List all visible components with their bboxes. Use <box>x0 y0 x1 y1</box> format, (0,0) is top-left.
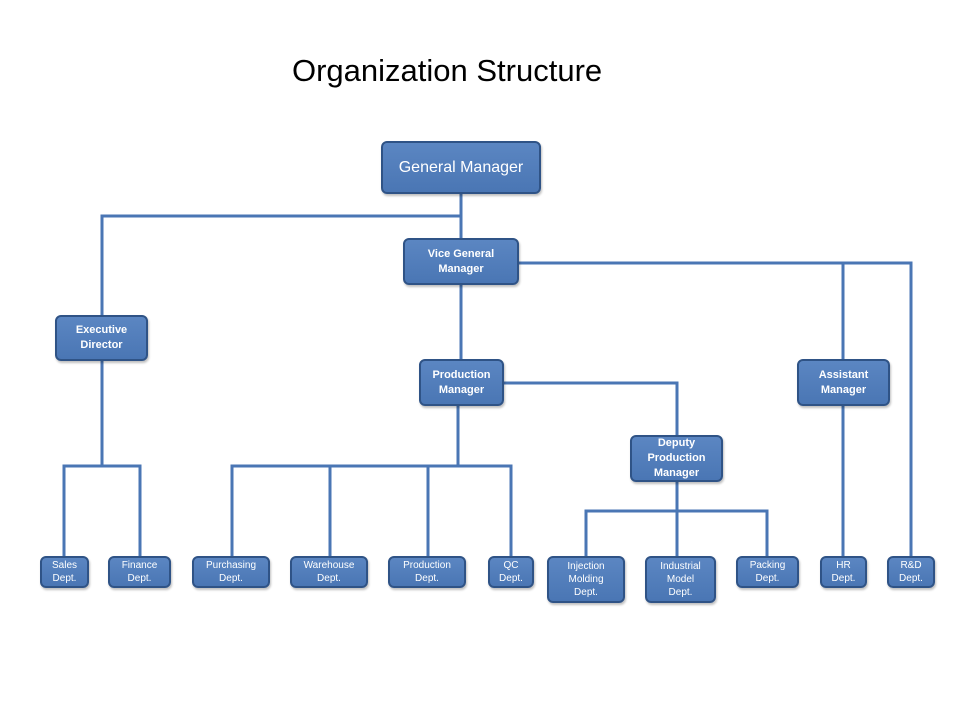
purchasing-dept-node: Purchasing Dept. <box>192 556 270 588</box>
injection-molding-dept-label: Injection Molding Dept. <box>567 561 605 598</box>
packing-dept-node: Packing Dept. <box>736 556 799 588</box>
injection-molding-dept-node: Injection Molding Dept. <box>547 556 625 603</box>
vice-general-manager-node: Vice General Manager <box>403 238 519 285</box>
production-dept-node: Production Dept. <box>388 556 466 588</box>
packing-dept-label: Packing Dept. <box>749 560 786 584</box>
production-dept-label: Production Dept. <box>403 560 451 584</box>
connector-production-deputy <box>502 381 679 439</box>
executive-director-node: Executive Director <box>55 315 148 361</box>
qc-dept-node: QC Dept. <box>488 556 534 588</box>
connector-deputy-depts <box>584 509 769 560</box>
qc-dept-label: QC Dept. <box>499 560 523 584</box>
purchasing-dept-label: Purchasing Dept. <box>205 560 257 584</box>
warehouse-dept-label: Warehouse Dept. <box>303 560 355 584</box>
page-title: Organization Structure <box>292 53 603 88</box>
rd-dept-node: R&D Dept. <box>887 556 935 588</box>
industrial-model-dept-label: Industrial Model Dept. <box>660 561 701 598</box>
hr-dept-label: HR Dept. <box>831 560 856 584</box>
sales-dept-label: Sales Dept. <box>51 560 77 584</box>
warehouse-dept-node: Warehouse Dept. <box>290 556 368 588</box>
hr-dept-node: HR Dept. <box>820 556 867 588</box>
general-manager-node: General Manager <box>381 141 541 194</box>
finance-dept-label: Finance Dept. <box>121 560 158 584</box>
assistant-manager-label: Assistant Manager <box>818 368 869 396</box>
connector-production-depts <box>230 464 513 560</box>
deputy-production-manager-label: Deputy Production Manager <box>647 437 706 479</box>
finance-dept-node: Finance Dept. <box>108 556 171 588</box>
executive-director-label: Executive Director <box>75 324 128 351</box>
connector-gm-executive <box>100 214 463 318</box>
deputy-production-manager-node: Deputy Production Manager <box>630 435 723 482</box>
connector-sales-finance <box>62 464 142 560</box>
production-manager-label: Production Manager <box>432 368 491 396</box>
sales-dept-node: Sales Dept. <box>40 556 89 588</box>
production-manager-node: Production Manager <box>419 359 504 406</box>
general-manager-label: General Manager <box>398 158 524 176</box>
vice-general-manager-label: Vice General Manager <box>427 247 495 275</box>
rd-dept-label: R&D Dept. <box>899 560 923 584</box>
assistant-manager-node: Assistant Manager <box>797 359 890 406</box>
industrial-model-dept-node: Industrial Model Dept. <box>645 556 716 603</box>
connector-vgm-right <box>517 261 913 560</box>
